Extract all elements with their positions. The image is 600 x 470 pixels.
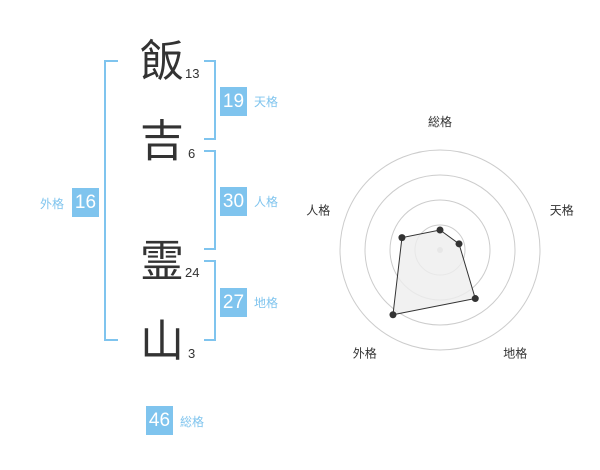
- radar-axis-label-1: 総格: [428, 114, 452, 129]
- stroke-count-1: 13: [185, 66, 200, 81]
- radar-axis-label-2: 天格: [550, 202, 574, 217]
- tenkaku-badge: 19: [220, 87, 247, 116]
- stroke-count-2: 6: [188, 146, 196, 161]
- radar-grid-ring: [339, 149, 541, 351]
- chikaku-label: 地格: [254, 296, 279, 310]
- radar-axis-label-3: 地格: [503, 346, 527, 361]
- jinkaku-badge: 30: [220, 187, 247, 216]
- stroke-count-3: 24: [185, 265, 200, 280]
- radar-point-4: [389, 311, 397, 319]
- radar-point-1: [436, 226, 444, 234]
- jinkaku-label: 人格: [254, 195, 279, 209]
- name-char-3: 霊: [140, 236, 184, 287]
- gaikaku-badge: 16: [72, 188, 99, 217]
- gaikaku-bracket: [104, 60, 118, 341]
- radar-point-2: [455, 240, 463, 248]
- tenkaku-label: 天格: [254, 95, 279, 109]
- chikaku-badge: 27: [220, 288, 247, 317]
- tenkaku-bracket: [204, 60, 216, 140]
- radar-series-area: [392, 229, 476, 316]
- gaikaku-label: 外格: [40, 197, 65, 211]
- name-char-1: 飯: [140, 36, 184, 87]
- radar-point-3: [471, 295, 479, 303]
- radar-axis-label-4: 外格: [353, 346, 377, 361]
- stroke-count-4: 3: [188, 346, 196, 361]
- name-char-2: 吉: [140, 116, 184, 167]
- radar-point-5: [398, 234, 406, 242]
- soukaku-label: 総格: [180, 415, 205, 429]
- radar-axis-label-5: 人格: [306, 202, 330, 217]
- radar-grid-ring: [364, 174, 516, 326]
- soukaku-badge: 46: [146, 406, 173, 435]
- jinkaku-bracket: [204, 150, 216, 250]
- name-char-4: 山: [140, 316, 184, 367]
- chikaku-bracket: [204, 260, 216, 341]
